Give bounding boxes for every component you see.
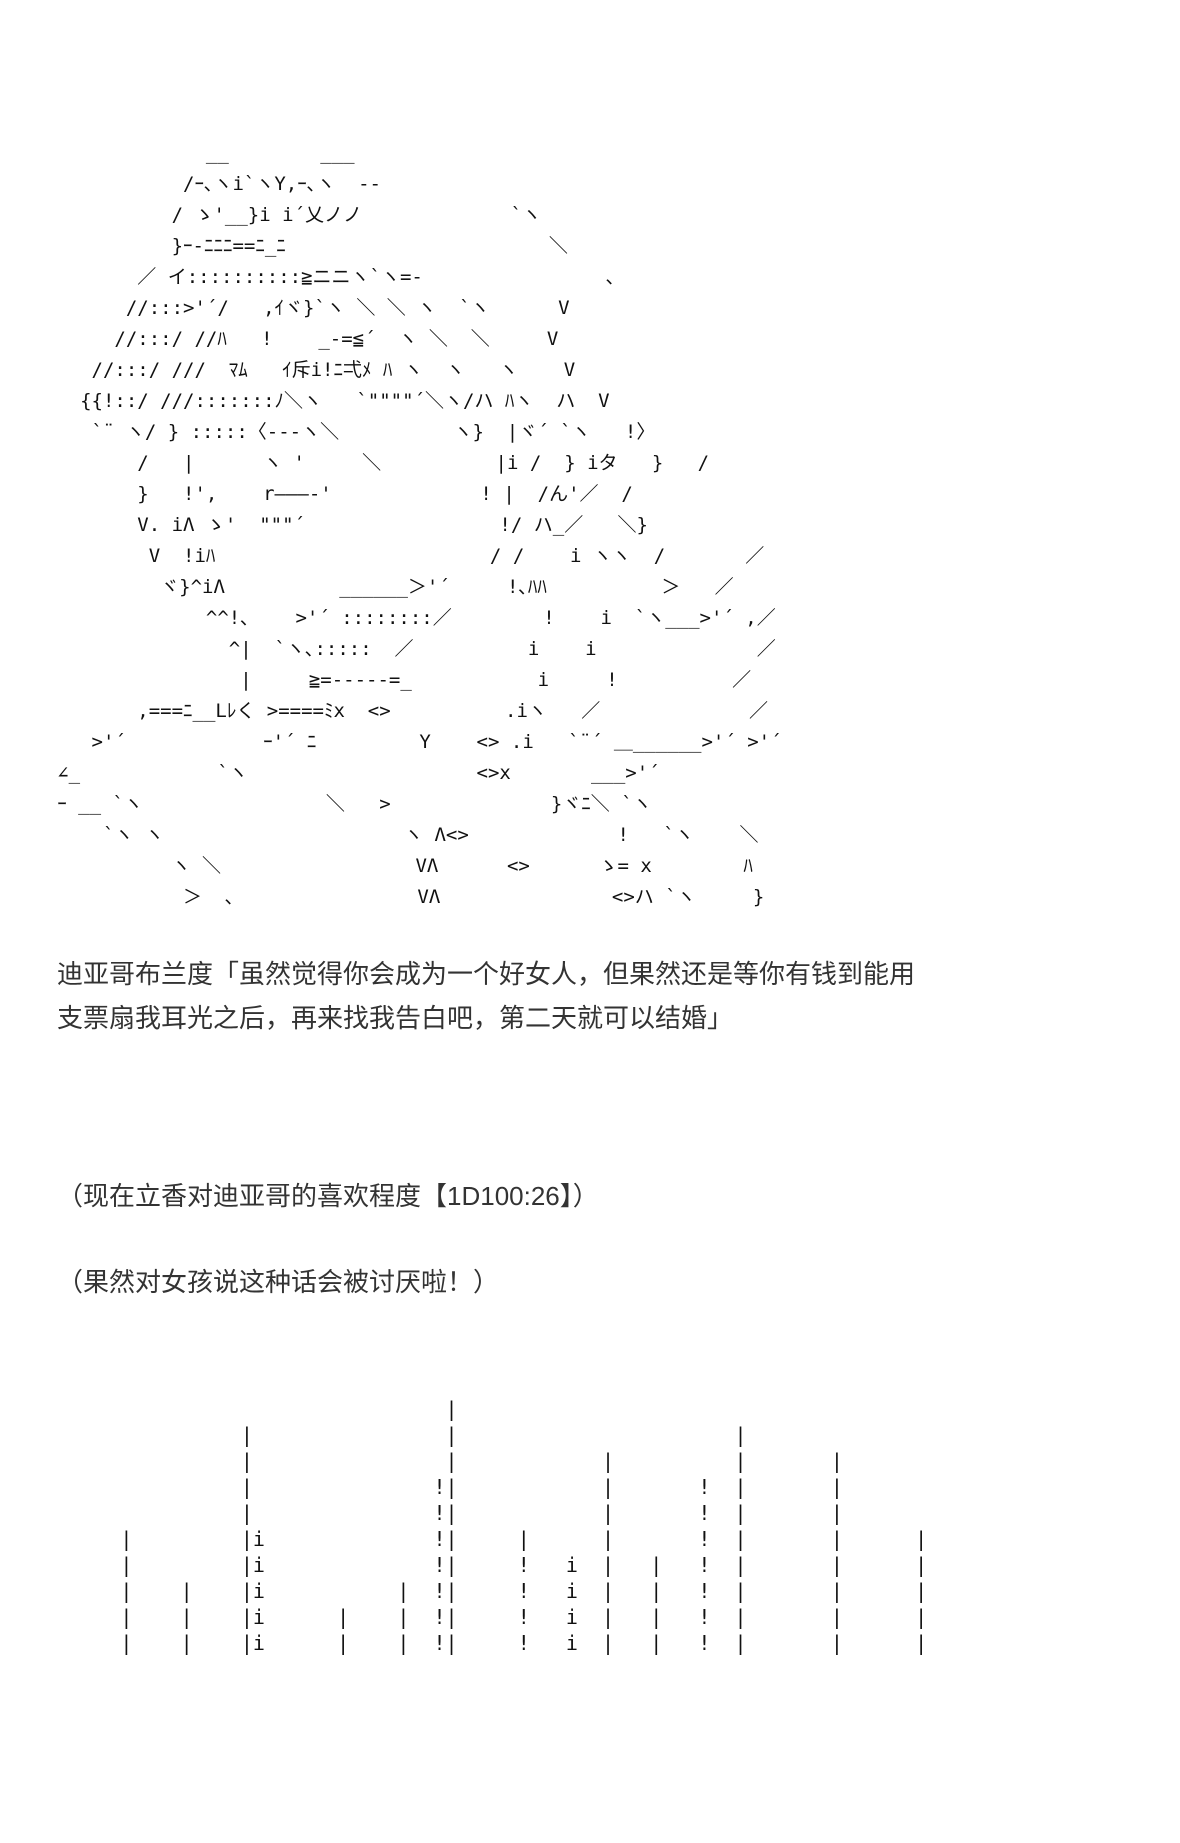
art-line: __ ___ bbox=[0, 142, 355, 164]
art-line: ＞ ､ VΛ <>ハ `ヽ } bbox=[0, 886, 765, 908]
art-line: ∠_ `ヽ <>x ___>'´ bbox=[0, 762, 660, 784]
affection-roll-note: （现在立香对迪亚哥的喜欢程度【1D100:26】） bbox=[57, 1181, 599, 1211]
art-line: `¨ ヽ/ } :::::〈---ヽ＼ ヽ} |ヾ´ `ヽ !〉 bbox=[0, 421, 656, 443]
art-line: | !| | ! | | bbox=[0, 1475, 843, 1499]
art-line: | bbox=[0, 1397, 458, 1421]
art-line: V. iΛ ゝ' """´ !/ ハ_／ ＼} bbox=[0, 514, 648, 536]
art-line: | | |i | | !| ! i | | ! | | | bbox=[0, 1631, 928, 1655]
ascii-art-character: __ ___ /ｰ､ヽi`ヽY,ｰ､ヽ -- / ゝ'__}i i´乂ノノ `ヽ… bbox=[0, 138, 782, 913]
art-line: //:::>'´/ ,ｲヾ}`ヽ ＼ ＼ ヽ `ヽ V bbox=[0, 297, 570, 319]
art-line: | |i !| ! i | | ! | | | bbox=[0, 1553, 928, 1577]
art-line: >'´ ｰ'´ ﾆ Y <> .i `¨´ ＿______>'´ >'´ bbox=[0, 731, 782, 753]
art-line: | !| | ! | | bbox=[0, 1501, 843, 1525]
art-line: ^^!､ >'´ ::::::::／ ! i `ヽ___>'´ ,／ bbox=[0, 607, 776, 629]
dialogue-line-2: 支票扇我耳光之后，再来找我告白吧，第二天就可以结婚」 bbox=[57, 1003, 734, 1033]
art-line: `ヽ ヽ ヽ Λ<> ! `ヽ ＼ bbox=[0, 824, 759, 846]
art-line: | | | | | bbox=[0, 1449, 843, 1473]
comment-note: （果然对女孩说这种话会被讨厌啦！） bbox=[57, 1267, 500, 1297]
art-line: ヾ}^iΛ ______＞'´ !､ﾊﾊ ＞ ／ bbox=[0, 576, 734, 598]
ascii-art-vertical-lines: | | | | | | | | | | !| | ! | bbox=[0, 1396, 927, 1656]
art-line: | | | bbox=[0, 1423, 747, 1447]
art-line: //:::/ /// ﾏﾑ ｲ斥i!ﾆ弌ﾒ ﾊ ヽ ヽ ヽ V bbox=[0, 359, 576, 381]
art-line: | ≧=-----=_ i ! ／ bbox=[0, 669, 752, 691]
art-line: //:::/ //ﾊ ! _-=≦´ ヽ ＼ ＼ V bbox=[0, 328, 559, 350]
art-line: ,===ﾆ__Lﾚく >====ﾐx <> .iヽ ／ ／ bbox=[0, 700, 768, 722]
art-line: ヽ ＼ VΛ <> ゝ= x ﾊ bbox=[0, 855, 753, 877]
art-line: | | |i | | !| ! i | | ! | | | bbox=[0, 1605, 928, 1629]
art-line: / ゝ'__}i i´乂ノノ `ヽ bbox=[0, 204, 542, 226]
dialogue-text: 迪亚哥布兰度「虽然觉得你会成为一个好女人，但果然还是等你有钱到能用 支票扇我耳光… bbox=[57, 952, 915, 1040]
art-line: ^| `ヽ､::::: ／ i i ／ bbox=[0, 638, 776, 660]
art-line: / | ヽ ' ＼ |i / } iタ } / bbox=[0, 452, 710, 474]
art-line: ｰ __ `ヽ ＼ > }ヾﾆ＼ `ヽ bbox=[0, 793, 652, 815]
art-line: | | |i | !| ! i | | ! | | | bbox=[0, 1579, 928, 1603]
dialogue-line-1: 迪亚哥布兰度「虽然觉得你会成为一个好女人，但果然还是等你有钱到能用 bbox=[57, 959, 916, 989]
art-line: V !iﾊ / / i ヽヽ / ／ bbox=[0, 545, 765, 567]
art-line: | |i !| | | ! | | | bbox=[0, 1527, 928, 1551]
art-line: {{!::/ ///:::::::ﾉ＼ヽ `""""´＼ヽ/ハ ﾊヽ ハ V bbox=[0, 390, 610, 412]
art-line: ／ イ::::::::::≧ニニヽ`ヽ=- ､ bbox=[0, 266, 616, 288]
art-line: } !', r―――‐' ! | /ん'／ / bbox=[0, 483, 633, 505]
art-line: }ｰ-ﾆﾆﾆ==ﾆ_ﾆ ＼ bbox=[0, 235, 568, 257]
art-line: /ｰ､ヽi`ヽY,ｰ､ヽ -- bbox=[0, 173, 381, 195]
